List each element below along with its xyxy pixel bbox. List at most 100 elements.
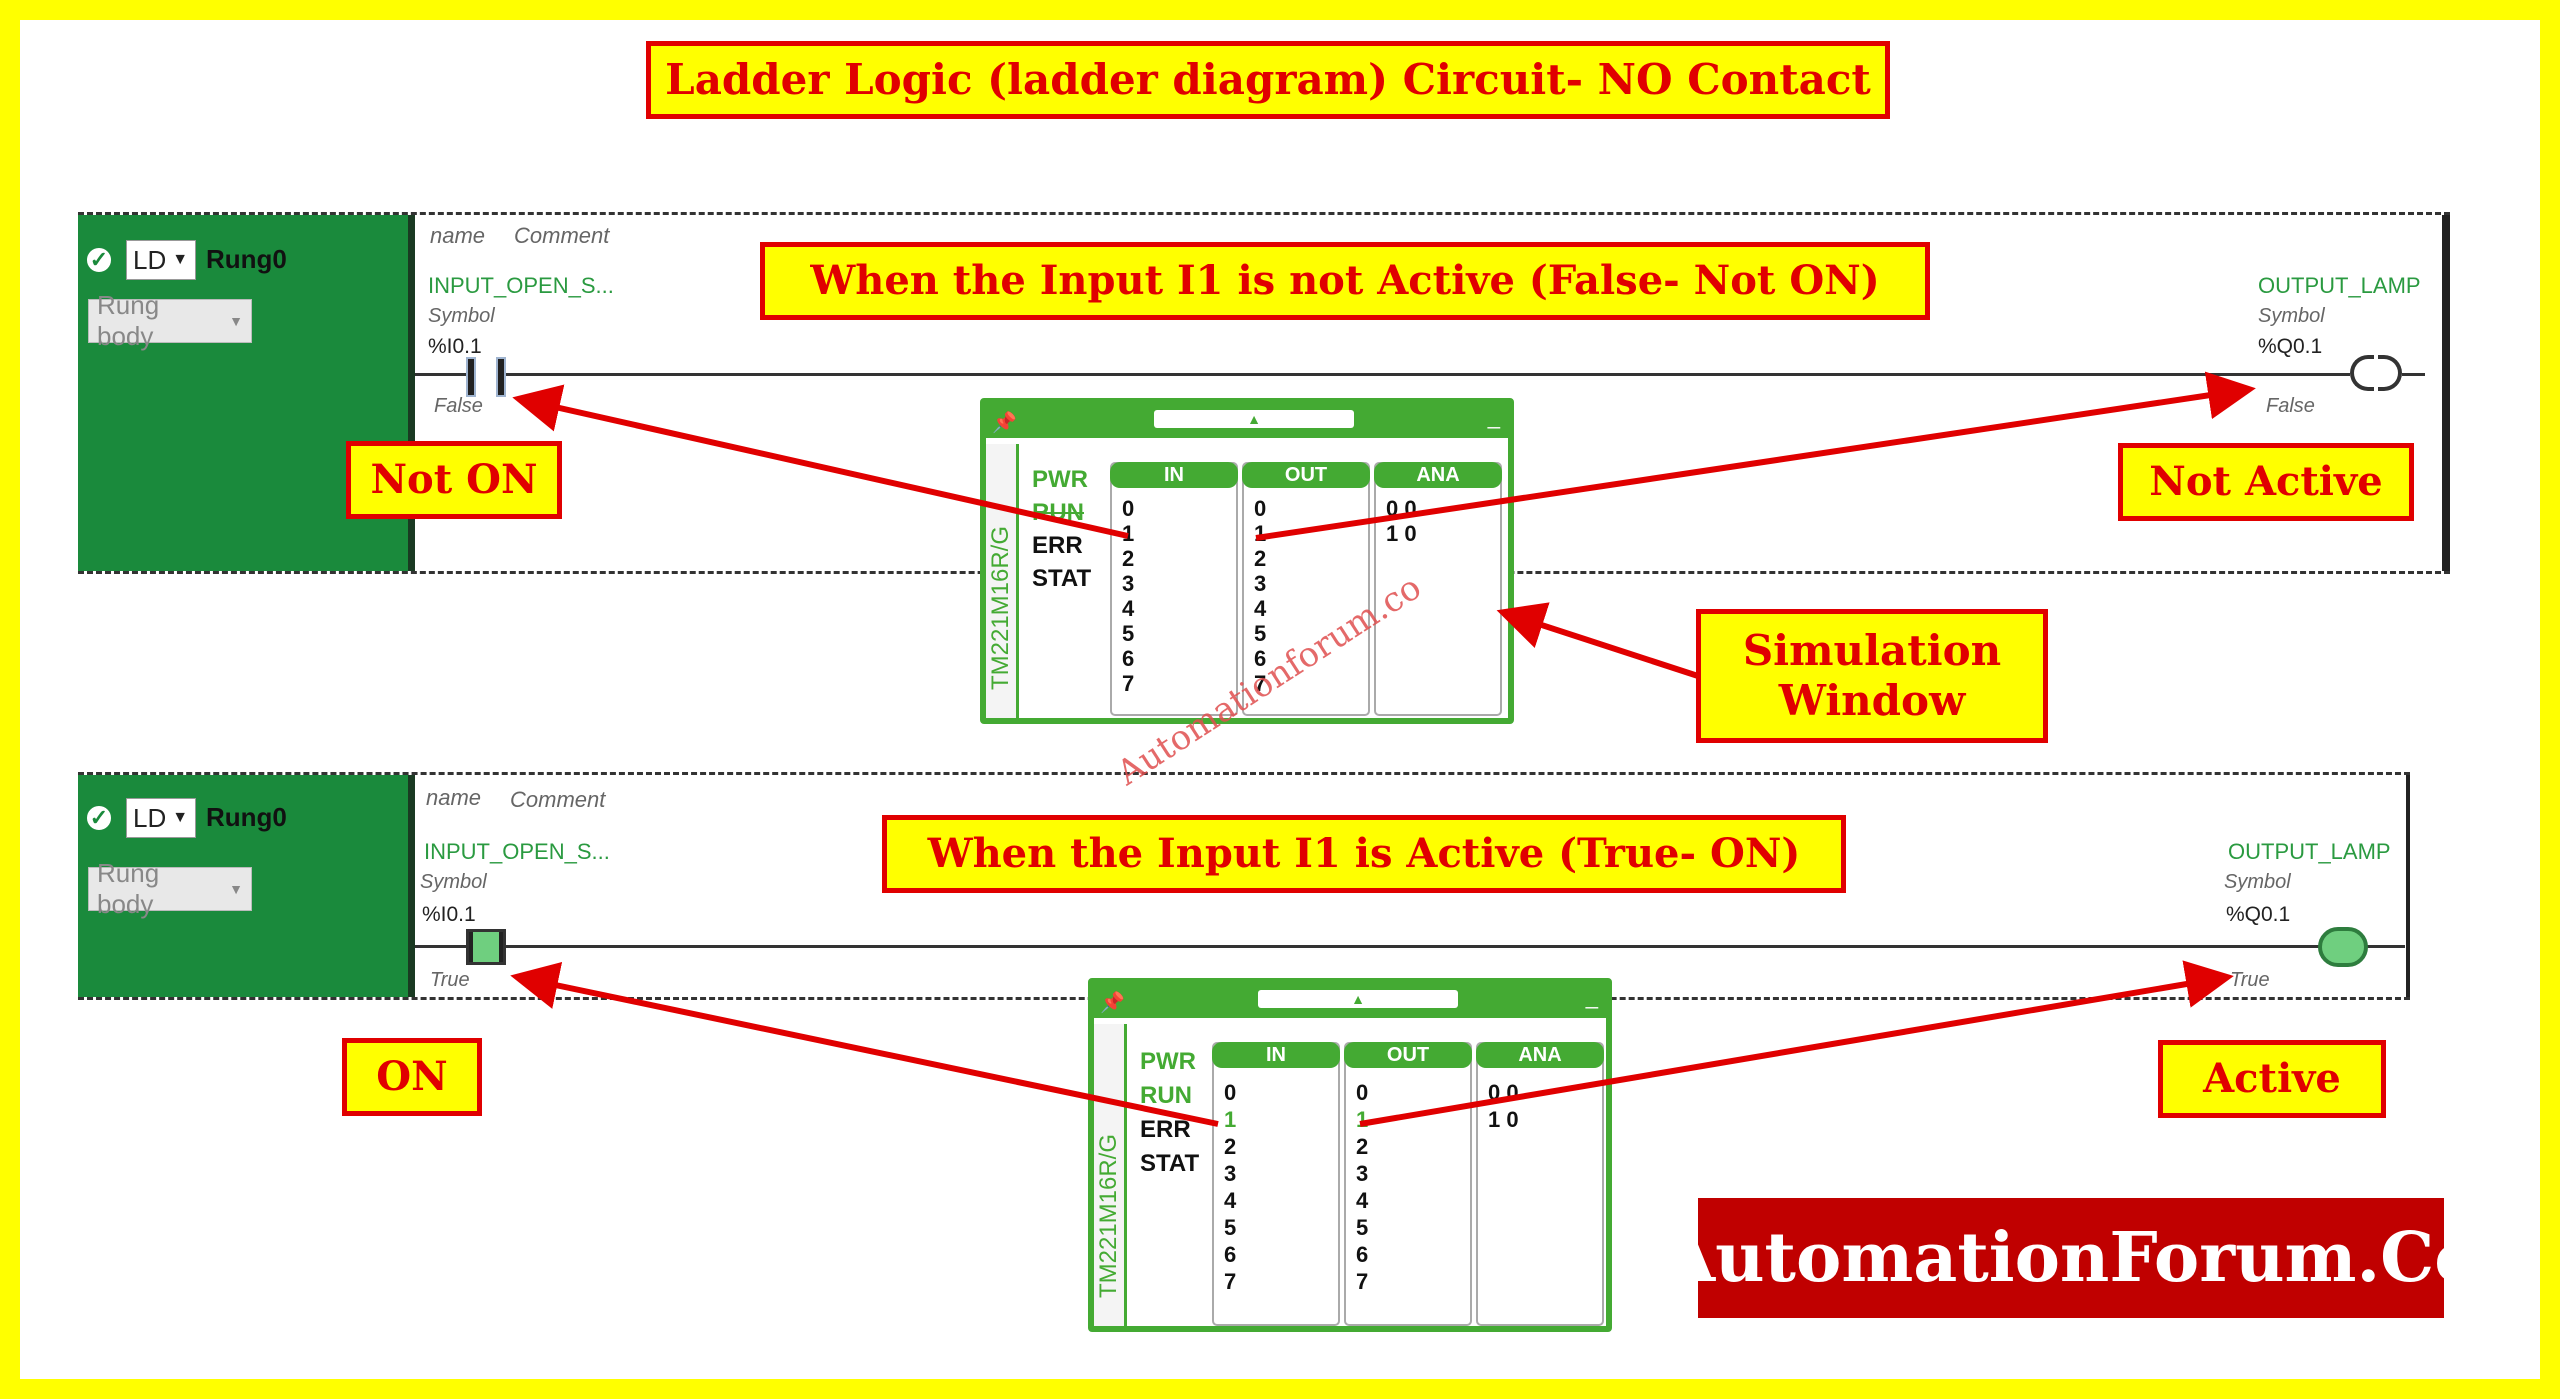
rung-2-comment-field[interactable]: Comment <box>510 787 606 812</box>
sim-2-in-2[interactable]: 2 <box>1224 1134 1237 1159</box>
sim-2-pwr: PWR <box>1140 1048 1196 1075</box>
rung-1-output-state: False <box>2266 395 2315 417</box>
rung-1-body-select[interactable]: Rung body▼ <box>88 290 252 351</box>
sim-1-out-6: 6 <box>1254 646 1267 671</box>
minimize-icon[interactable]: _ <box>1585 984 1598 1009</box>
rung-1-name-field[interactable]: name <box>430 223 486 248</box>
rung-1-input-address: %I0.1 <box>428 335 482 358</box>
sim-1-out-7: 7 <box>1254 671 1267 696</box>
sim-1-in-7[interactable]: 7 <box>1122 671 1135 696</box>
sim-1-controller-text: TM221M16R/G <box>987 525 1014 691</box>
callout-not-on-text: Not ON <box>370 456 538 503</box>
rung-1-banner-text: When the Input I1 is not Active (False- … <box>810 257 1880 304</box>
callout-simulation-window: Simulation Window <box>1696 609 2048 743</box>
rung-2-no-contact[interactable] <box>466 929 506 965</box>
sim-1-out-0: 0 <box>1254 496 1267 521</box>
sim-2-out-6: 6 <box>1356 1242 1369 1267</box>
brand-logo-text: AutomationForum.Co <box>1662 1218 2480 1298</box>
page-title-text: Ladder Logic (ladder diagram) Circuit- N… <box>665 54 1871 104</box>
sim-2-out-3: 3 <box>1356 1161 1369 1186</box>
minimize-icon[interactable]: _ <box>1487 404 1500 429</box>
rung-2-language-select[interactable]: LD▼ <box>126 798 196 838</box>
sim-1-run: RUN <box>1032 499 1084 526</box>
rung-2-body-select[interactable]: Rung body▼ <box>88 858 252 919</box>
sim-1-ana-header: ANA <box>1374 462 1502 488</box>
sim-2-out-4: 4 <box>1356 1188 1369 1213</box>
callout-active: Active <box>2158 1040 2386 1118</box>
rung-2-coil-icon[interactable] <box>2318 927 2368 967</box>
sim-1-out-2: 2 <box>1254 546 1267 571</box>
rung-2-check-icon[interactable]: ✓ <box>84 803 114 833</box>
sim-1-ana-0: 0 0 <box>1386 496 1417 521</box>
rung-2-output-symbol: Symbol <box>2224 871 2291 893</box>
sim-2-in-3[interactable]: 3 <box>1224 1161 1237 1186</box>
rung-2-input-address: %I0.1 <box>422 903 476 926</box>
chevron-down-icon: ▼ <box>172 251 189 268</box>
simulation-window-2[interactable]: 📌 ▲ _ TM221M16R/G PWR RUN ERR STAT IN 0 … <box>1088 978 1612 1332</box>
sim-1-in-0: 0 <box>1122 496 1135 521</box>
callout-on-text: ON <box>376 1053 448 1100</box>
rung-1-banner: When the Input I1 is not Active (False- … <box>760 242 1930 320</box>
sim-2-in-0: 0 <box>1224 1080 1237 1105</box>
rung-1-check-icon[interactable]: ✓ <box>84 245 114 275</box>
sim-2-collapse-handle[interactable]: ▲ <box>1258 990 1458 1008</box>
sim-2-out-2: 2 <box>1356 1134 1369 1159</box>
rung-1-right-rail <box>2442 215 2450 571</box>
sim-2-in-6[interactable]: 6 <box>1224 1242 1237 1267</box>
sim-2-in-4[interactable]: 4 <box>1224 1188 1237 1213</box>
rung-2-output-address: %Q0.1 <box>2226 903 2291 926</box>
sim-2-in-7[interactable]: 7 <box>1224 1269 1237 1294</box>
sim-2-in-5[interactable]: 5 <box>1224 1215 1237 1240</box>
rung-2-wire <box>415 945 2405 948</box>
callout-not-active: Not Active <box>2118 443 2414 521</box>
rung-1-comment-field[interactable]: Comment <box>514 223 610 248</box>
chevron-down-icon: ▼ <box>229 313 243 329</box>
contact-left-plate <box>466 357 476 397</box>
rung-1-coil-icon[interactable] <box>2350 355 2402 395</box>
rung-2-right-rail <box>2406 775 2410 997</box>
sim-2-controller-text: TM221M16R/G <box>1095 1133 1122 1299</box>
callout-active-text: Active <box>2203 1055 2341 1102</box>
sim-1-in-1[interactable]: 1 <box>1122 521 1135 546</box>
sim-2-in-header: IN <box>1212 1042 1340 1068</box>
sim-1-collapse-handle[interactable]: ▲ <box>1154 410 1354 428</box>
rung-1-wire <box>415 373 2425 376</box>
pin-icon[interactable]: 📌 <box>1100 992 1125 1014</box>
chevron-down-icon: ▼ <box>229 881 243 897</box>
rung-2-banner: When the Input I1 is Active (True- ON) <box>882 815 1846 893</box>
rung-1-input-symbol: Symbol <box>428 305 495 327</box>
sim-2-err: ERR <box>1140 1116 1191 1143</box>
rung-2-language-label: LD <box>133 802 167 833</box>
sim-2-ana-column: ANA 0 0 1 0 <box>1476 1042 1604 1326</box>
rung-1-language-select[interactable]: LD▼ <box>126 240 196 280</box>
rung-1-input-name: INPUT_OPEN_S... <box>428 273 614 298</box>
sim-2-ana-0: 0 0 <box>1488 1080 1519 1105</box>
sim-2-controller-label: TM221M16R/G <box>1094 1116 1124 1316</box>
sim-1-in-2[interactable]: 2 <box>1122 546 1135 571</box>
rung-1-no-contact[interactable] <box>466 357 506 397</box>
page-title: Ladder Logic (ladder diagram) Circuit- N… <box>646 41 1890 119</box>
contact-left-plate <box>469 932 473 962</box>
pin-icon[interactable]: 📌 <box>992 412 1017 434</box>
sim-1-in-3[interactable]: 3 <box>1122 571 1135 596</box>
sim-1-stat: STAT <box>1032 565 1092 592</box>
rung-2-input-name: INPUT_OPEN_S... <box>424 839 610 864</box>
sim-2-out-header: OUT <box>1344 1042 1472 1068</box>
sim-2-run: RUN <box>1140 1082 1192 1109</box>
sim-1-out-5: 5 <box>1254 621 1267 646</box>
rung-2-name-field[interactable]: name <box>426 785 482 810</box>
sim-2-stat: STAT <box>1140 1150 1200 1177</box>
sim-1-in-6[interactable]: 6 <box>1122 646 1135 671</box>
sim-1-in-4[interactable]: 4 <box>1122 596 1135 621</box>
rung-2-output-name: OUTPUT_LAMP <box>2228 839 2391 864</box>
sim-2-out-1: 1 <box>1356 1107 1369 1132</box>
sim-1-in-header: IN <box>1110 462 1238 488</box>
rung-1-output-symbol: Symbol <box>2258 305 2325 327</box>
sim-1-out-3: 3 <box>1254 571 1267 596</box>
sim-2-in-1[interactable]: 1 <box>1224 1107 1237 1132</box>
sim-1-in-5[interactable]: 5 <box>1122 621 1135 646</box>
sim-1-out-4: 4 <box>1254 596 1267 621</box>
sim-1-out-1: 1 <box>1254 521 1267 546</box>
callout-not-active-text: Not Active <box>2149 458 2383 505</box>
rung-2-output-state: True <box>2230 969 2270 991</box>
